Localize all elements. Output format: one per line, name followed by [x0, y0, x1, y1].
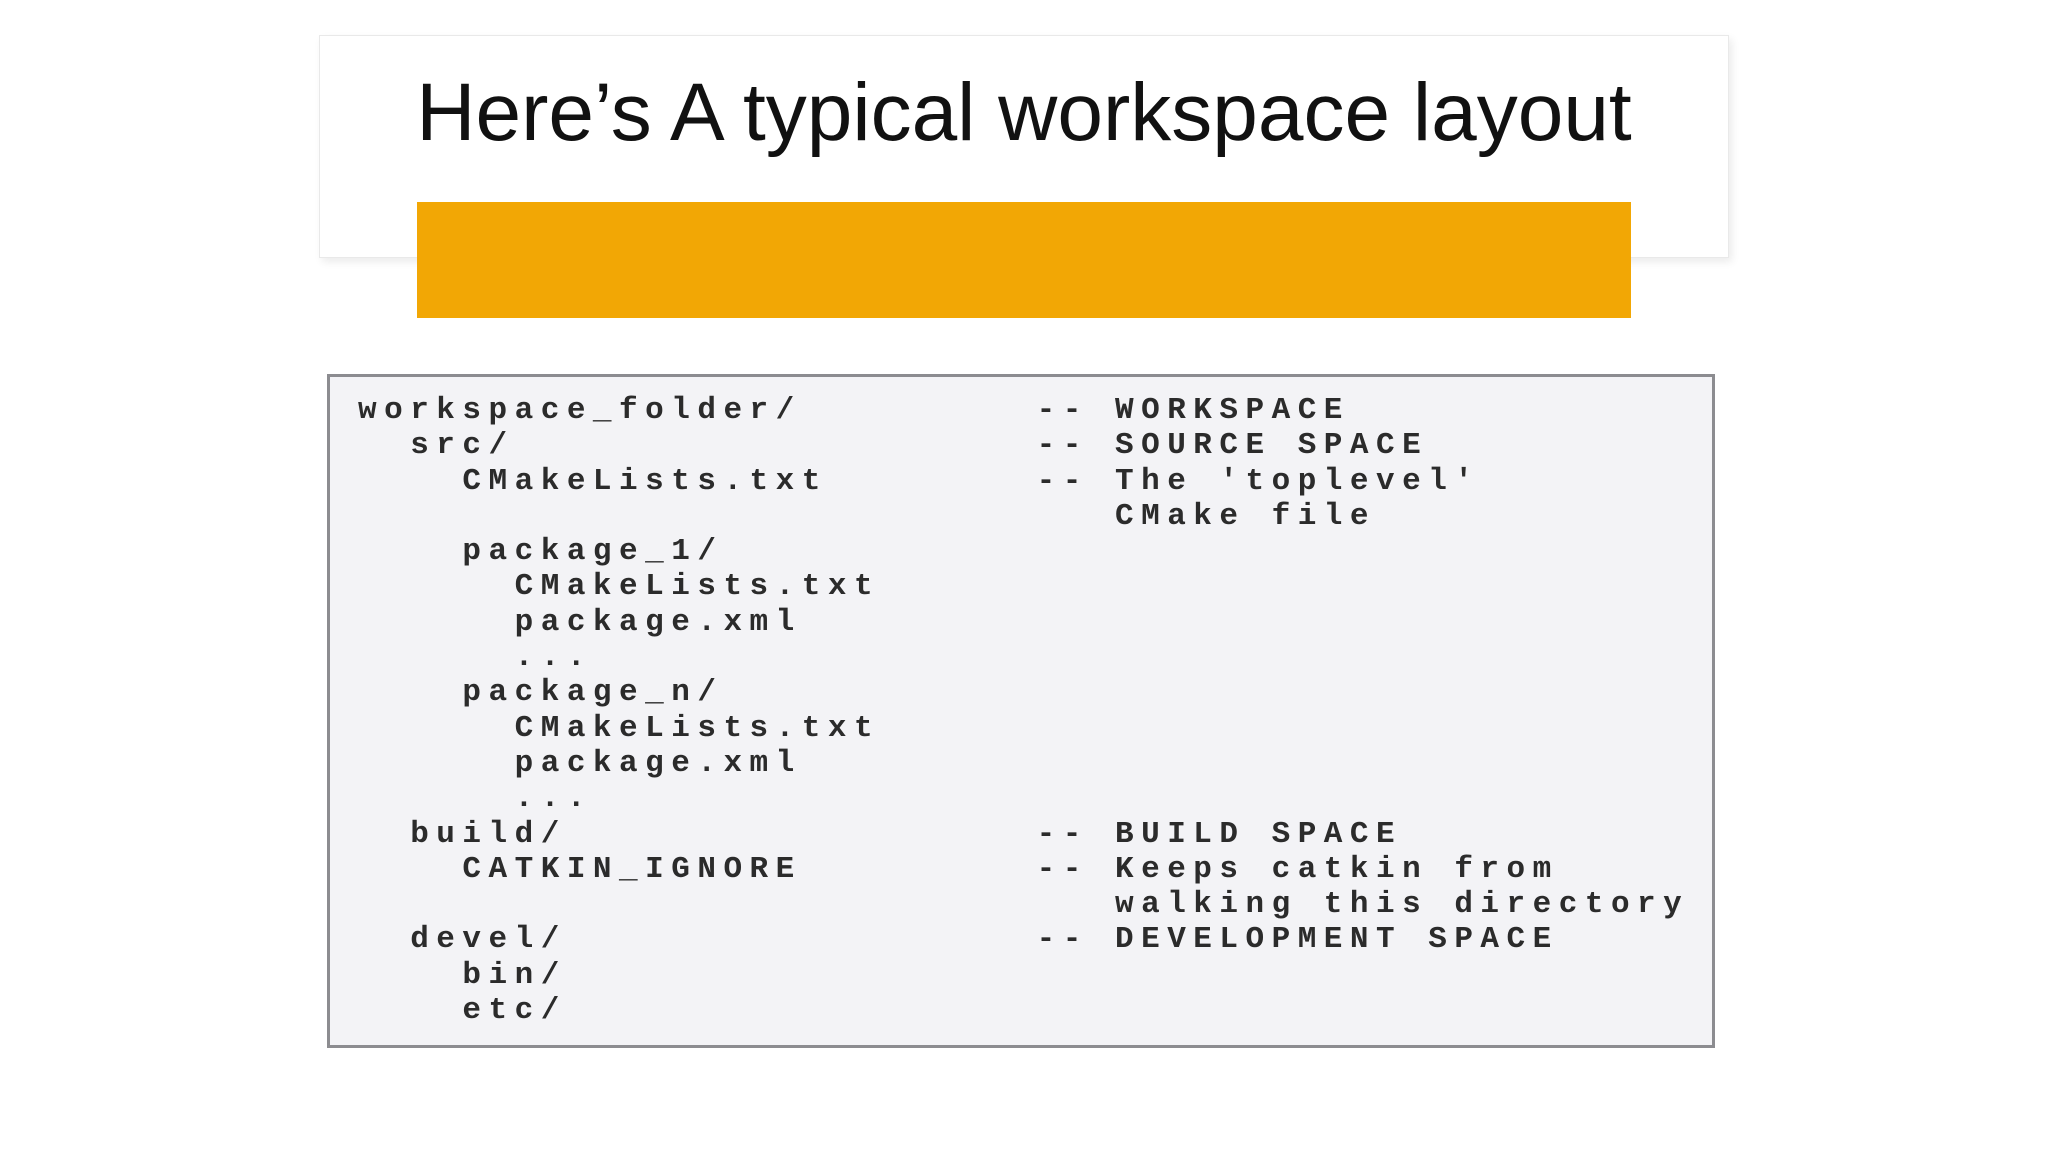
- workspace-layout-code-box: workspace_folder/ -- WORKSPACE src/ -- S…: [327, 374, 1715, 1048]
- accent-bar: [417, 202, 1631, 318]
- slide-title: Here’s A typical workspace layout: [416, 67, 1632, 158]
- workspace-layout-code: workspace_folder/ -- WORKSPACE src/ -- S…: [358, 393, 1690, 1029]
